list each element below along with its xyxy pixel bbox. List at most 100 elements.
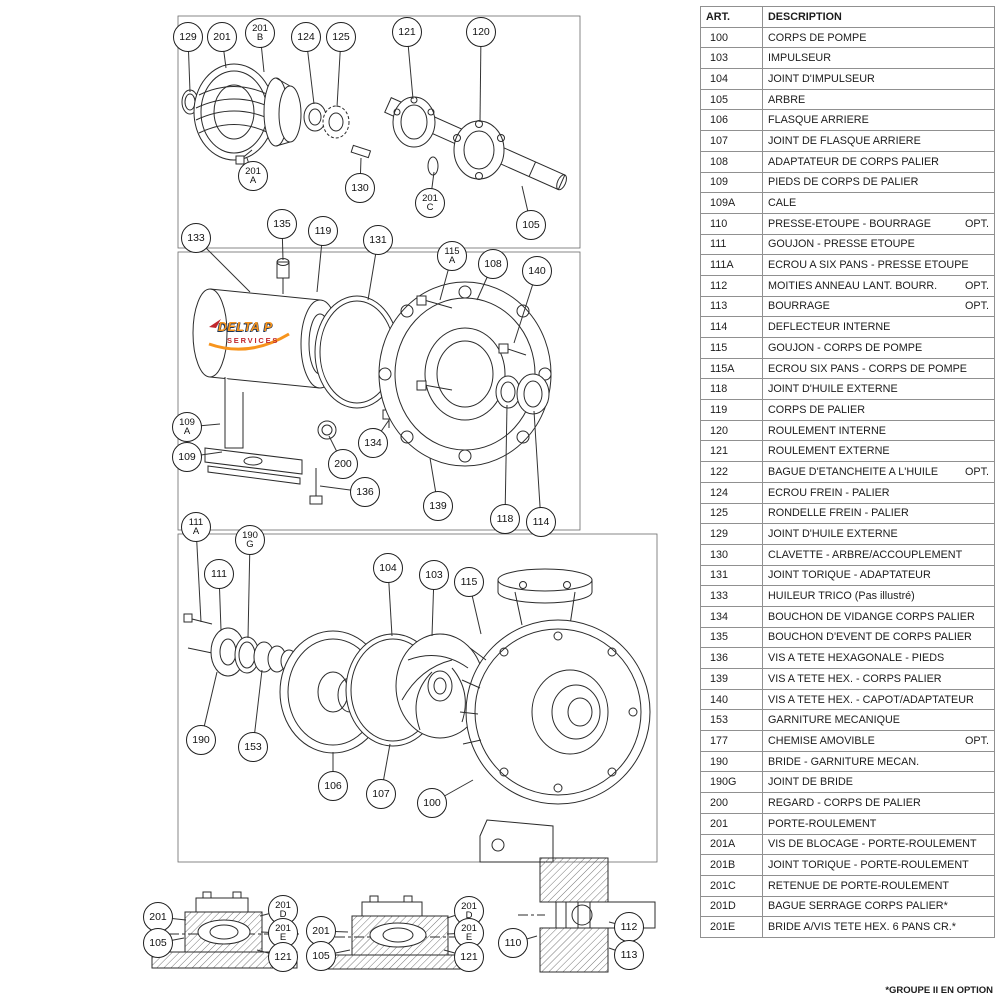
col-header-description: DESCRIPTION — [762, 6, 995, 28]
part-description: IMPULSEUR — [762, 47, 995, 70]
callout-balloon-111: 111 — [204, 559, 234, 589]
callout-balloon-121: 121 — [454, 942, 484, 972]
part-description: JOINT D'HUILE EXTERNE — [762, 378, 995, 401]
footnote: *GROUPE II EN OPTION — [885, 985, 993, 996]
option-flag: OPT. — [965, 465, 989, 478]
option-flag: OPT. — [965, 217, 989, 230]
part-description: CORPS DE POMPE — [762, 26, 995, 49]
callout-balloon-106: 106 — [318, 771, 348, 801]
callout-balloon-105: 105 — [306, 941, 336, 971]
part-description: GARNITURE MECANIQUE — [762, 709, 995, 732]
callout-balloon-110: 110 — [498, 928, 528, 958]
part-description: JOINT TORIQUE - ADAPTATEUR — [762, 564, 995, 587]
bearing-frame-assembly — [192, 258, 552, 505]
part-description: CLAVETTE - ARBRE/ACCOUPLEMENT — [762, 543, 995, 566]
detail-section-a — [150, 891, 300, 969]
callout-balloon-100: 100 — [417, 788, 447, 818]
part-number: 104 — [700, 68, 763, 90]
part-description: JOINT DE FLASQUE ARRIERE — [762, 130, 995, 152]
option-flag: OPT. — [965, 279, 989, 292]
part-number: 122 — [700, 461, 763, 483]
part-number: 110 — [700, 212, 763, 235]
part-number: 103 — [700, 47, 763, 70]
callout-balloon-121: 121 — [392, 17, 422, 47]
part-number: 201A — [700, 833, 763, 856]
part-description: PORTE-ROULEMENT — [762, 812, 995, 835]
logo-text-line2: SERVICES — [227, 336, 280, 345]
part-number: 106 — [700, 109, 763, 132]
part-number: 124 — [700, 481, 763, 504]
part-number: 108 — [700, 150, 763, 173]
part-description: ROULEMENT EXTERNE — [762, 440, 995, 463]
part-number: 139 — [700, 668, 763, 690]
part-description: JOINT TORIQUE - PORTE-ROULEMENT — [762, 854, 995, 876]
part-description: HUILEUR TRICO (Pas illustré) — [762, 585, 995, 607]
part-description: PIEDS DE CORPS DE PALIER — [762, 171, 995, 194]
callout-balloon-118: 118 — [490, 504, 520, 534]
callout-balloon-153: 153 — [238, 732, 268, 762]
part-description: JOINT D'HUILE EXTERNE — [762, 523, 995, 545]
part-number: 136 — [700, 647, 763, 669]
part-description: ARBRE — [762, 88, 995, 111]
callout-balloon-129: 129 — [173, 22, 203, 52]
part-number: 115A — [700, 357, 763, 380]
part-description: DEFLECTEUR INTERNE — [762, 316, 995, 338]
part-number: 114 — [700, 316, 763, 338]
callout-balloon-131: 131 — [363, 225, 393, 255]
part-description: ROULEMENT INTERNE — [762, 419, 995, 442]
callout-balloon-109: 109 — [172, 442, 202, 472]
callout-balloon-104: 104 — [373, 553, 403, 583]
callout-balloon-121: 121 — [268, 942, 298, 972]
col-header-art: ART. — [700, 6, 763, 28]
part-number: 177 — [700, 730, 763, 752]
part-description: REGARD - CORPS DE PALIER — [762, 792, 995, 814]
callout-balloon-108: 108 — [478, 249, 508, 279]
part-number: 105 — [700, 88, 763, 111]
callout-balloon-135: 135 — [267, 209, 297, 239]
callout-balloon-139: 139 — [423, 491, 453, 521]
part-description: BOUCHON D'EVENT DE CORPS PALIER — [762, 626, 995, 649]
part-description: GOUJON - CORPS DE POMPE — [762, 337, 995, 359]
part-description: BAGUE SERRAGE CORPS PALIER* — [762, 895, 995, 918]
logo-text-line1: DELTA P — [218, 320, 273, 334]
part-description: MOITIES ANNEAU LANT. BOURR.OPT. — [762, 274, 995, 297]
part-description: ECROU FREIN - PALIER — [762, 481, 995, 504]
callout-balloon-134: 134 — [358, 428, 388, 458]
callout-balloon-115: 115 — [454, 567, 484, 597]
part-description: BRIDE - GARNITURE MECAN. — [762, 750, 995, 773]
part-number: 119 — [700, 399, 763, 421]
part-number: 201C — [700, 874, 763, 897]
logo-swoosh-icon — [208, 319, 290, 351]
part-description: BOUCHON DE VIDANGE CORPS PALIER — [762, 605, 995, 628]
part-number: 121 — [700, 440, 763, 463]
callout-balloon-120: 120 — [466, 17, 496, 47]
